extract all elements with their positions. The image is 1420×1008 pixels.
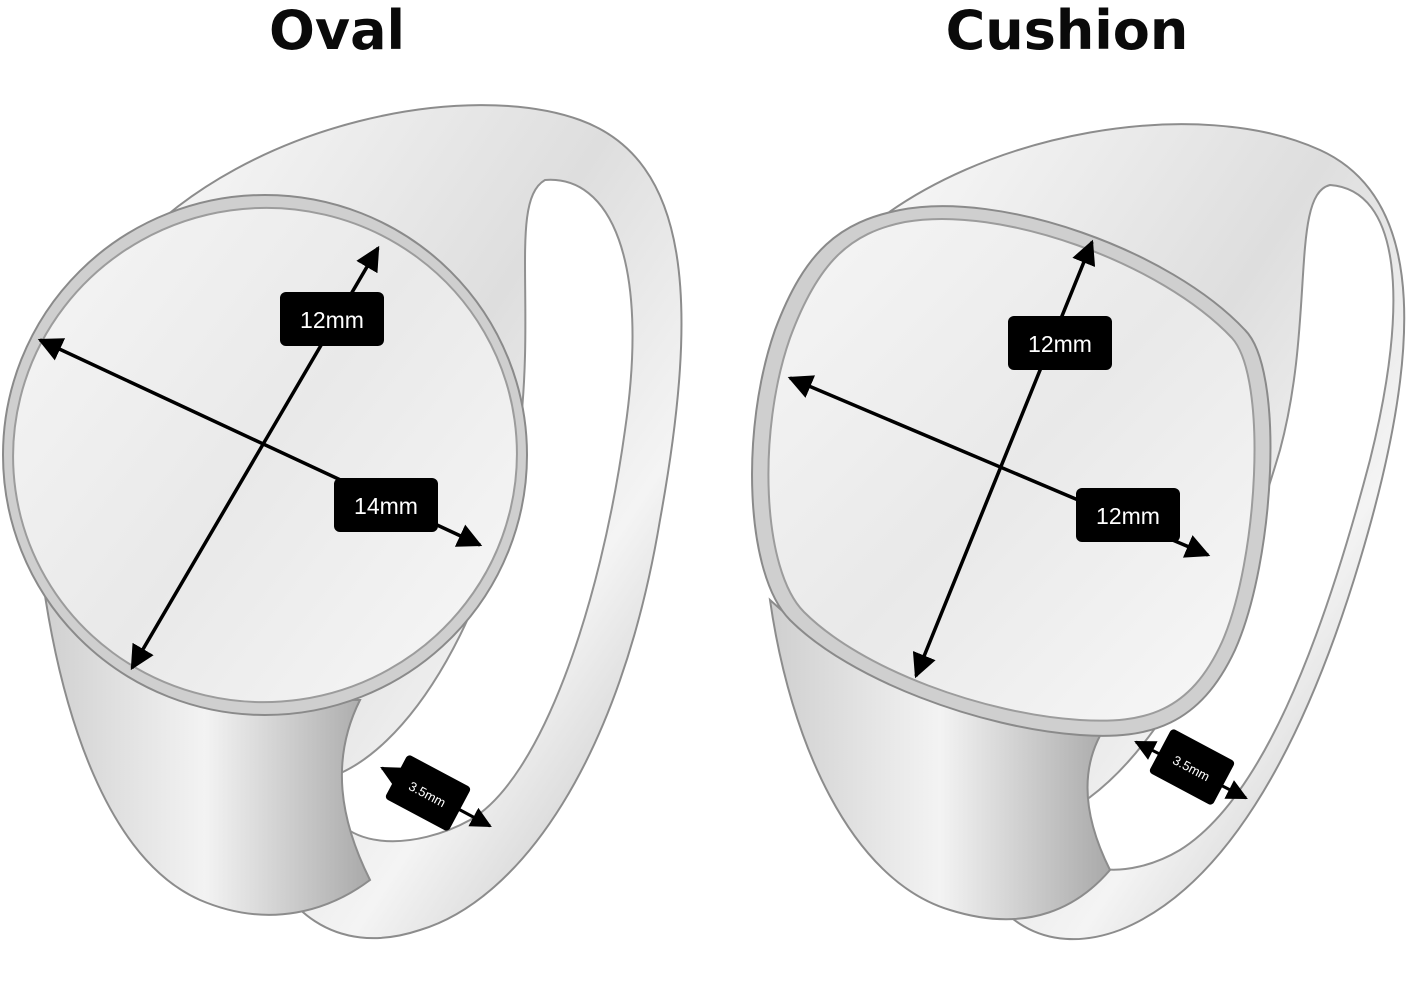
cushion-height-label: 12mm <box>1008 316 1112 370</box>
cushion-ring: 12mm 12mm 3.5mm <box>751 123 1406 941</box>
svg-text:12mm: 12mm <box>1028 331 1092 357</box>
svg-text:12mm: 12mm <box>1096 503 1160 529</box>
oval-title: Oval <box>268 0 406 62</box>
oval-width-label: 14mm <box>334 478 438 532</box>
svg-text:12mm: 12mm <box>300 307 364 333</box>
cushion-width-label: 12mm <box>1076 488 1180 542</box>
oval-band-label: 3.5mm <box>385 755 471 831</box>
cushion-band-label: 3.5mm <box>1149 729 1235 805</box>
svg-text:14mm: 14mm <box>354 493 418 519</box>
oval-height-label: 12mm <box>280 292 384 346</box>
cushion-title: Cushion <box>945 0 1189 62</box>
oval-ring: 12mm 14mm 3.5mm <box>2 104 683 940</box>
